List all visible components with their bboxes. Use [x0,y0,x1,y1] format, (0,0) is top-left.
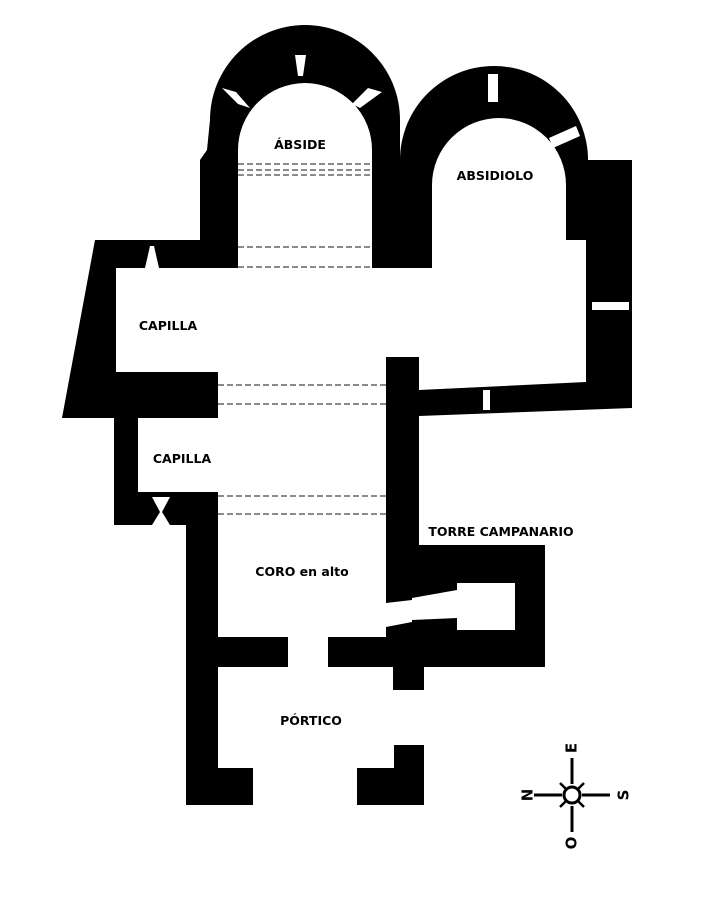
tower-doorway [386,600,412,627]
compass-north: N [519,789,537,802]
north-wall [419,382,632,416]
compass-center-icon [562,785,582,805]
apse-window-right [352,88,382,108]
compass-rose: N S E O [519,743,633,850]
chapel-lower-wall [114,418,218,525]
bell-tower-wall [386,545,545,667]
room-labels: ÁBSIDE ABSIDIOLO CAPILLA CAPILLA TORRE C… [139,137,574,728]
nave-west-wall [186,525,288,805]
label-chapel-upper: CAPILLA [139,318,198,333]
apse-window-center [295,55,306,76]
apsidiole-window-right [549,126,580,148]
chapel-lower-window [152,497,170,525]
apse-wall [200,25,400,268]
overhead-arches [218,163,386,515]
label-chapel-lower: CAPILLA [153,451,212,466]
label-apse: ÁBSIDE [274,137,326,152]
walls [62,25,632,805]
apsidiole-wall [400,66,632,405]
compass-east: E [563,743,581,753]
chapel-upper-wall [62,240,218,418]
north-wall-window [483,390,490,410]
label-bell-tower: TORRE CAMPANARIO [428,524,573,539]
label-apsidiole: ABSIDIOLO [457,168,534,183]
label-portico: PÓRTICO [280,713,342,728]
portico-east-wall [328,637,424,690]
chapel-upper-window [145,246,159,268]
label-choir: CORO en alto [255,564,349,579]
apsidiole-window-top [488,74,498,102]
apse-window-left [222,88,250,108]
compass-west: O [563,837,581,850]
portico-corner-wall [357,745,424,805]
openings [145,55,629,627]
compass-south: S [615,790,633,801]
tower-passage [412,590,457,620]
east-wall-window [592,302,629,310]
